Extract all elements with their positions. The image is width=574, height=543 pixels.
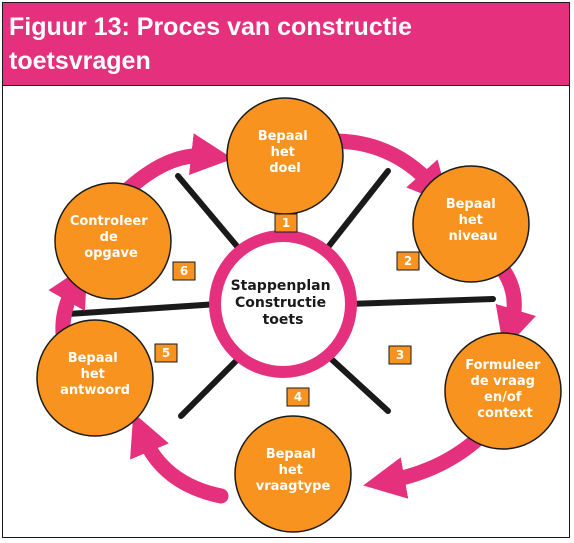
center-label-line: toets bbox=[263, 312, 304, 328]
step-number-badge-1: 1 bbox=[274, 213, 298, 233]
step-label-line: Formuleer bbox=[465, 358, 541, 373]
process-diagram: Stappenplan Constructie toets Bepaal het… bbox=[3, 86, 569, 538]
step-label-line: het bbox=[81, 367, 105, 382]
center-label-line: Constructie bbox=[235, 295, 326, 311]
step-number-badge-6: 6 bbox=[172, 261, 196, 281]
step-node-circle bbox=[234, 415, 352, 533]
step-node-circle bbox=[444, 332, 562, 450]
step-node-circle bbox=[36, 319, 154, 437]
figure-title-line-2: toetsvragen bbox=[9, 47, 151, 75]
step-label-line: Bepaal bbox=[446, 197, 496, 212]
spoke bbox=[178, 353, 244, 419]
step-label-line: doel bbox=[269, 161, 301, 176]
step-label: Controleer de opgave bbox=[70, 214, 152, 261]
step-number-badge-5: 5 bbox=[154, 343, 178, 363]
step-label-line: de vraag bbox=[471, 374, 535, 389]
step-node-3: Formuleer de vraag en/of context bbox=[444, 332, 562, 450]
step-label-line: Bepaal bbox=[258, 129, 308, 144]
step-label-line: het bbox=[279, 463, 303, 478]
step-number: 1 bbox=[282, 216, 290, 230]
step-label-line: het bbox=[459, 213, 483, 228]
cycle-arrow-1-to-2 bbox=[325, 133, 450, 205]
figure-frame: Figuur 13: Proces van constructie toetsv… bbox=[2, 2, 570, 538]
step-number-badge-4: 4 bbox=[286, 387, 310, 407]
step-label-line: niveau bbox=[448, 229, 497, 244]
cycle-arrow-3-to-4 bbox=[363, 428, 489, 499]
step-label-line: de bbox=[100, 230, 118, 245]
step-number-badge-3: 3 bbox=[388, 345, 412, 365]
step-label-line: opgave bbox=[84, 246, 138, 261]
step-number: 4 bbox=[294, 390, 302, 404]
figure-title: Figuur 13: Proces van constructie toetsv… bbox=[9, 10, 479, 78]
step-label-line: Controleer bbox=[70, 214, 148, 229]
step-label-line: en/of bbox=[484, 390, 522, 405]
step-node-circle bbox=[412, 165, 530, 283]
step-number-badge-2: 2 bbox=[396, 251, 420, 271]
step-label: Formuleer de vraag en/of context bbox=[465, 358, 545, 421]
spoke bbox=[322, 168, 391, 254]
center-label-line: Stappenplan bbox=[231, 278, 331, 294]
step-node-circle bbox=[54, 182, 172, 300]
step-label-line: context bbox=[477, 406, 533, 421]
step-number: 2 bbox=[404, 254, 412, 268]
figure-header: Figuur 13: Proces van constructie toetsv… bbox=[3, 3, 569, 86]
step-label: Bepaal het niveau bbox=[446, 197, 501, 244]
spoke bbox=[345, 296, 496, 307]
step-node-5: Bepaal het antwoord bbox=[36, 319, 154, 437]
spoke bbox=[175, 173, 244, 254]
step-label: Bepaal het doel bbox=[258, 129, 313, 176]
step-label: Bepaal het vraagtype bbox=[256, 447, 331, 494]
step-label-line: Bepaal bbox=[68, 351, 118, 366]
figure-title-line-1: Figuur 13: Proces van constructie bbox=[9, 13, 412, 41]
step-label-line: Bepaal bbox=[266, 447, 316, 462]
step-node-6: Controleer de opgave bbox=[54, 182, 172, 300]
step-node-2: Bepaal het niveau bbox=[412, 165, 530, 283]
step-label: Bepaal het antwoord bbox=[60, 351, 130, 398]
step-label-line: antwoord bbox=[60, 383, 130, 398]
spokes bbox=[65, 168, 496, 419]
spoke bbox=[65, 301, 221, 317]
step-node-4: Bepaal het vraagtype bbox=[234, 415, 352, 533]
center-ring bbox=[209, 230, 357, 378]
spoke bbox=[325, 353, 391, 414]
step-label-line: vraagtype bbox=[256, 479, 331, 494]
step-node-1: Bepaal het doel bbox=[226, 97, 344, 215]
step-number: 5 bbox=[162, 346, 170, 360]
step-number: 6 bbox=[180, 264, 188, 278]
step-label-line: het bbox=[271, 145, 295, 160]
cycle-arrow-4-to-5 bbox=[130, 412, 229, 504]
center-label: Stappenplan Constructie toets bbox=[231, 278, 336, 328]
step-number: 3 bbox=[396, 348, 404, 362]
